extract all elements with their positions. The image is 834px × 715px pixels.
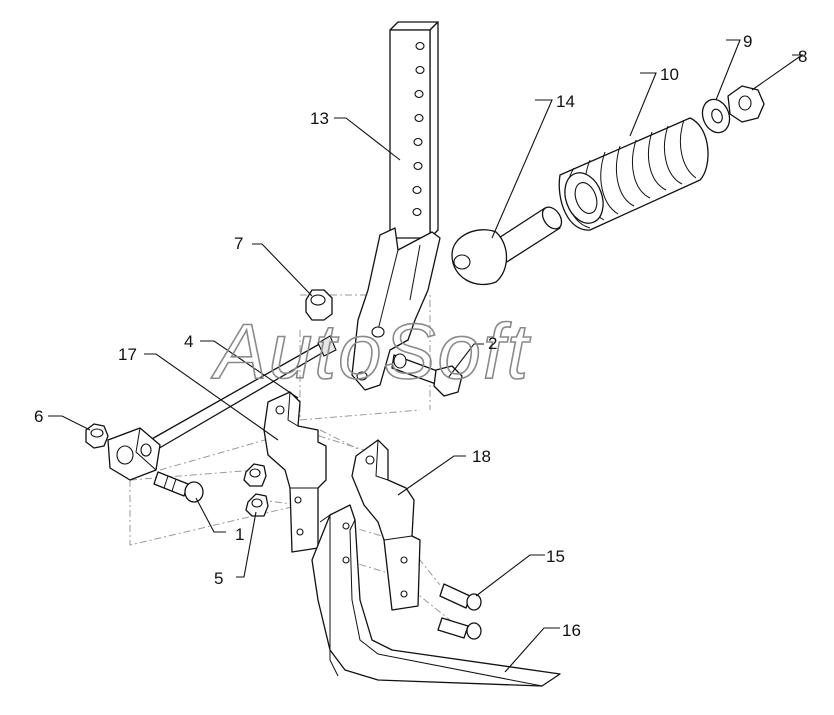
part-18-right-bracket (351, 439, 421, 611)
part-7-nut (305, 289, 333, 321)
callout-6: 6 (34, 407, 43, 426)
callout-18: 18 (472, 447, 491, 466)
part-9-washer (701, 98, 731, 134)
part-16-blade (311, 504, 561, 687)
callout-8: 8 (798, 47, 807, 66)
part-14-pin (451, 206, 563, 286)
callout-labels: 1 2 4 5 6 7 8 9 10 13 14 15 16 17 18 (34, 32, 807, 640)
callout-5: 5 (214, 569, 223, 588)
callout-13: 13 (310, 109, 329, 128)
callout-17: 17 (118, 345, 137, 364)
callout-1: 1 (235, 525, 244, 544)
callout-14: 14 (556, 92, 575, 111)
part-6-nut (85, 423, 109, 449)
callout-7: 7 (234, 234, 243, 253)
callout-2: 2 (488, 334, 497, 353)
leader-lines (48, 39, 804, 673)
part-13-slotted-bar (351, 21, 441, 391)
part-17-left-bracket (263, 391, 327, 553)
part-10-coil-spring (558, 117, 709, 231)
part-5-nuts (243, 463, 269, 517)
part-15-bolts (437, 583, 482, 640)
watermark-text: AutoSoft (211, 307, 532, 395)
callout-15: 15 (546, 547, 565, 566)
callout-9: 9 (743, 32, 752, 51)
callout-4: 4 (184, 332, 193, 351)
callout-10: 10 (660, 65, 679, 84)
part-1-bolt (153, 471, 204, 503)
part-8-nut (727, 85, 765, 123)
part-2-bolt (391, 353, 463, 397)
part-4-tie-rod (107, 335, 337, 481)
callout-16: 16 (562, 621, 581, 640)
